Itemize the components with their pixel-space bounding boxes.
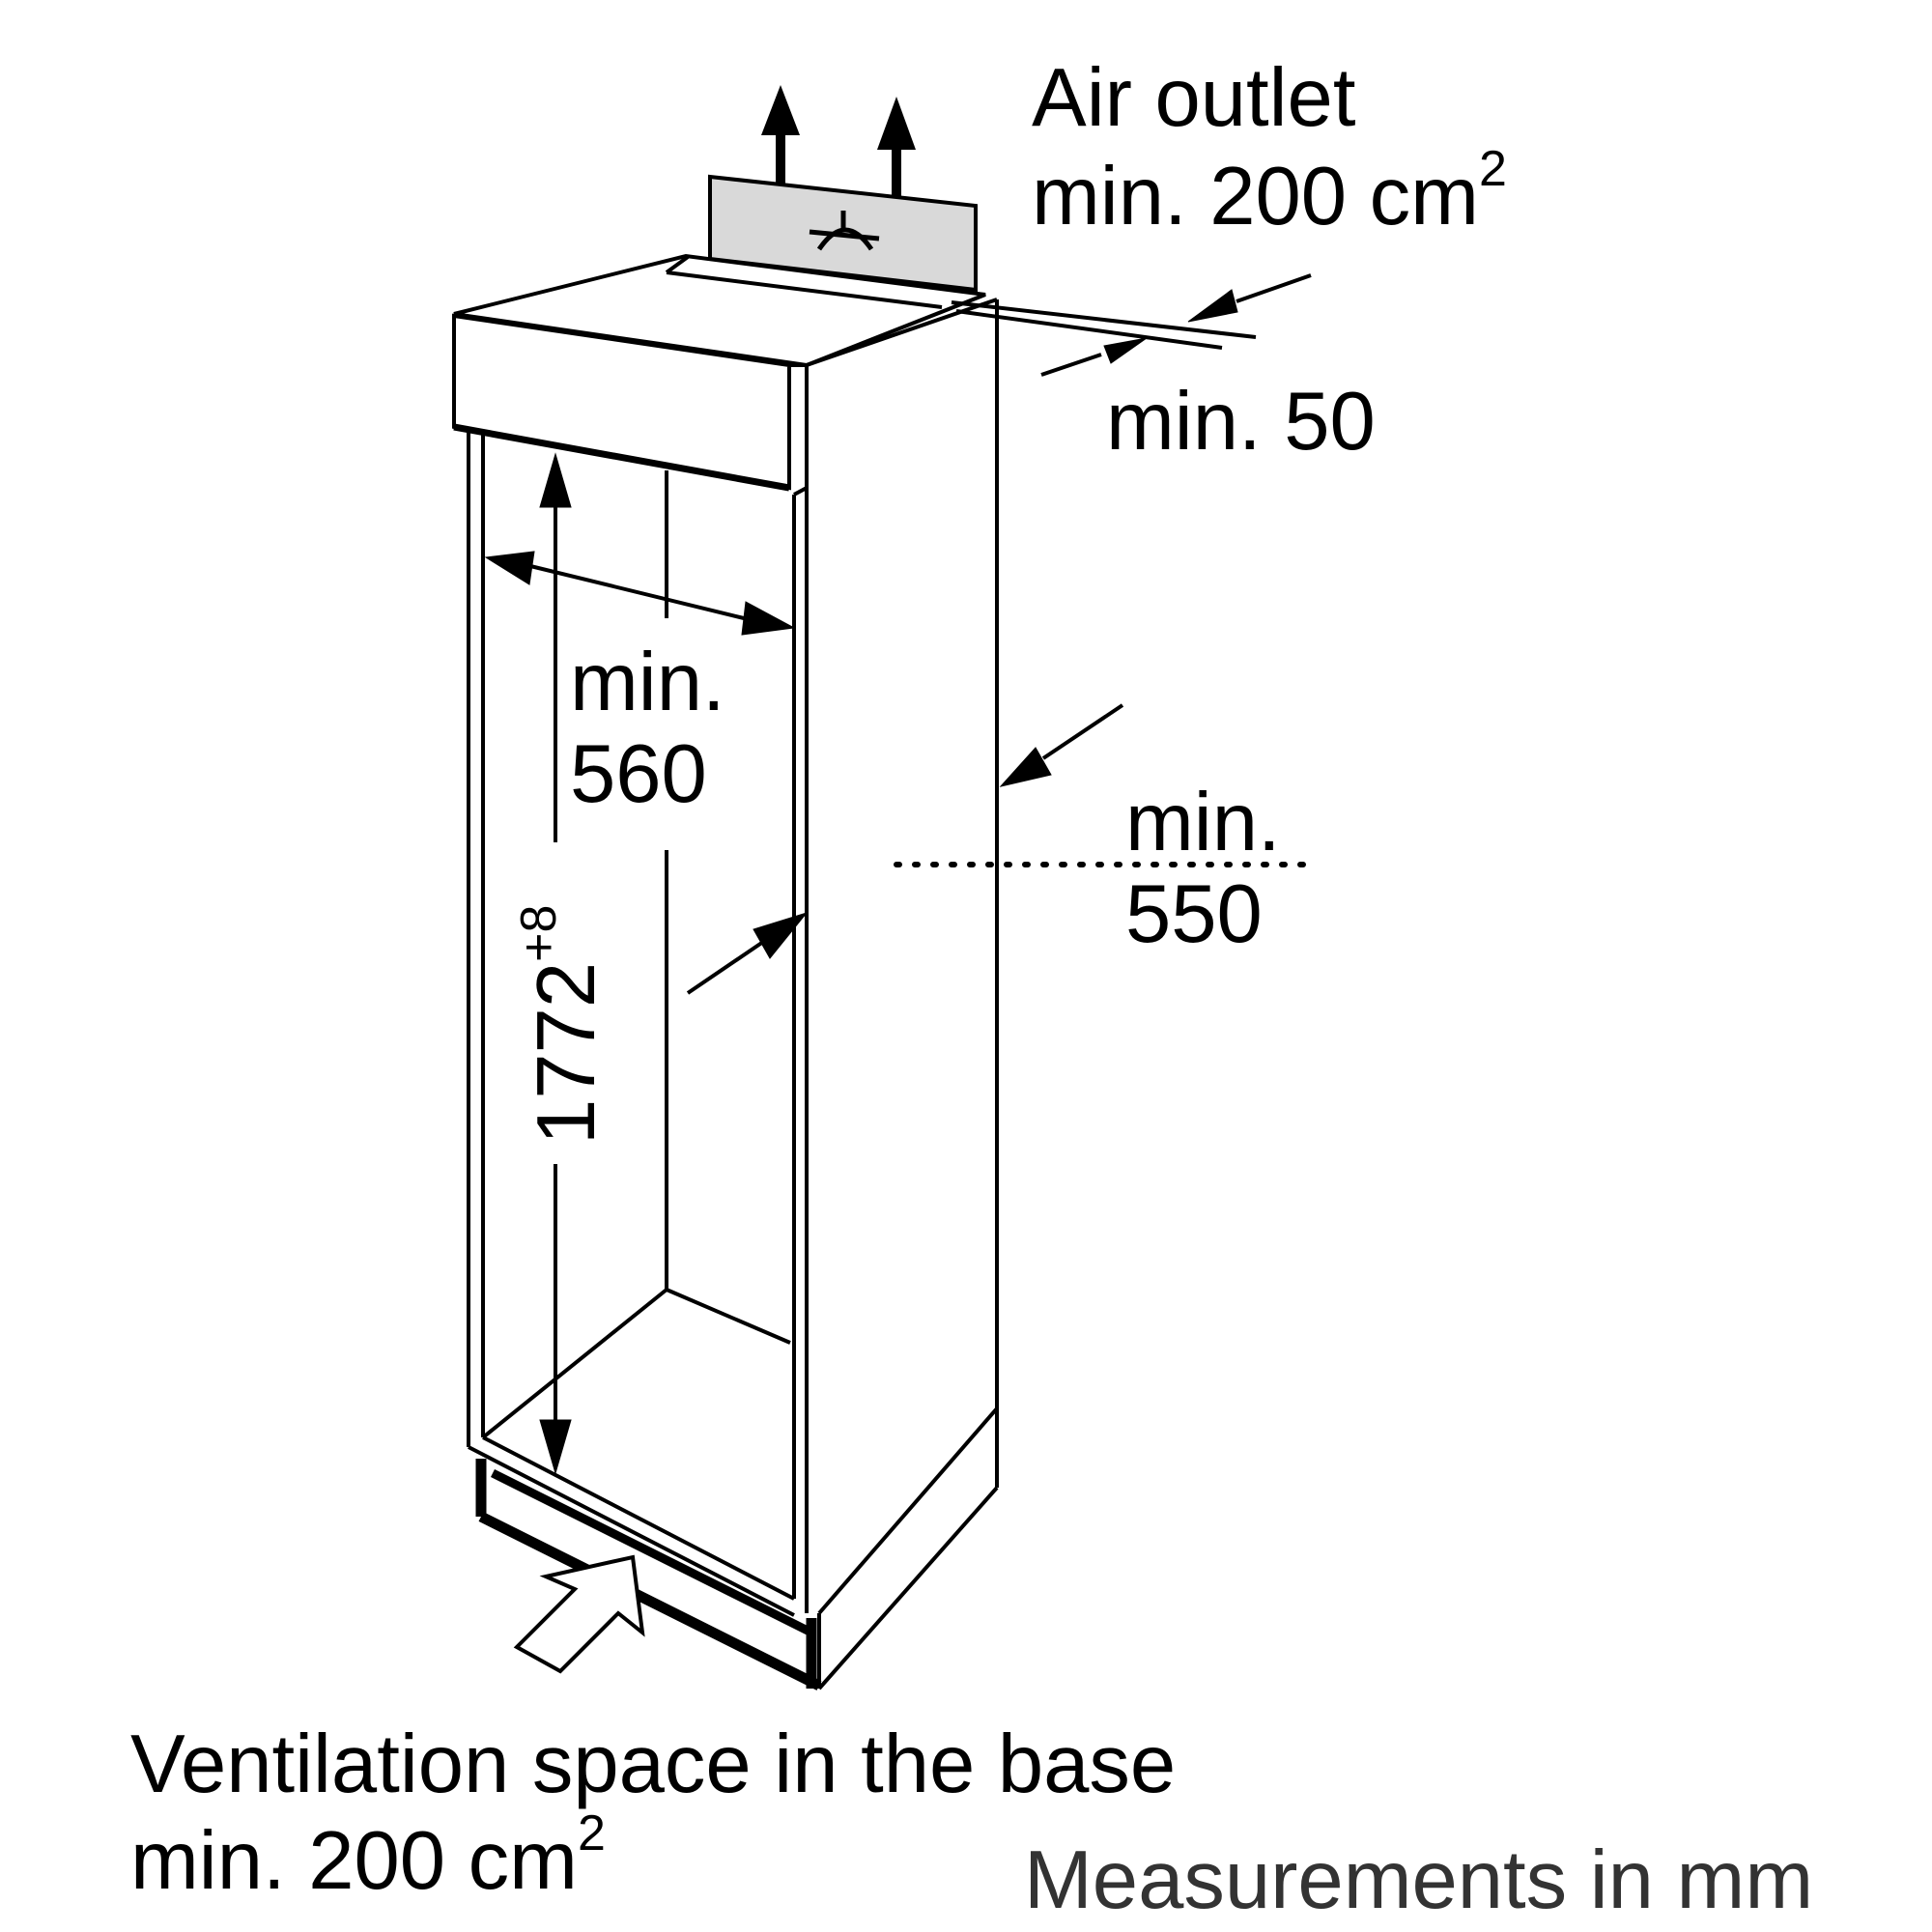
air-outlet-arrows xyxy=(761,85,916,198)
width-label: min. xyxy=(570,637,725,728)
dimension-width xyxy=(484,551,796,636)
cabinet-plinth xyxy=(475,1459,822,1690)
base-ventilation-arrow xyxy=(513,1554,645,1674)
ventilation-exponent: 2 xyxy=(578,1805,606,1861)
width-value: 560 xyxy=(570,728,707,820)
height-tolerance: +8 xyxy=(511,905,567,962)
height-label-group: 1772+8 xyxy=(511,905,612,1145)
height-label: 1772+8 xyxy=(511,905,612,1145)
depth-value: 550 xyxy=(1125,868,1263,960)
cabinet-top xyxy=(453,253,1257,368)
ventilation-value: min. 200 cm2 xyxy=(130,1805,606,1907)
gap-label: min. 50 xyxy=(1106,376,1376,468)
dimension-gap xyxy=(1040,273,1312,377)
dimension-depth xyxy=(686,703,1315,995)
dimension-height xyxy=(539,452,572,1475)
depth-label: min. xyxy=(1125,777,1281,868)
ventilation-grille xyxy=(708,174,978,293)
air-outlet-exponent: 2 xyxy=(1479,141,1507,197)
air-outlet-value: min. 200 cm2 xyxy=(1032,141,1507,242)
air-outlet-title: Air outlet xyxy=(1032,52,1355,144)
cabinet-top-panel xyxy=(452,313,807,492)
ventilation-title: Ventilation space in the base xyxy=(130,1719,1176,1810)
units-note: Measurements in mm xyxy=(1024,1834,1813,1926)
cabinet-body xyxy=(467,298,999,1690)
